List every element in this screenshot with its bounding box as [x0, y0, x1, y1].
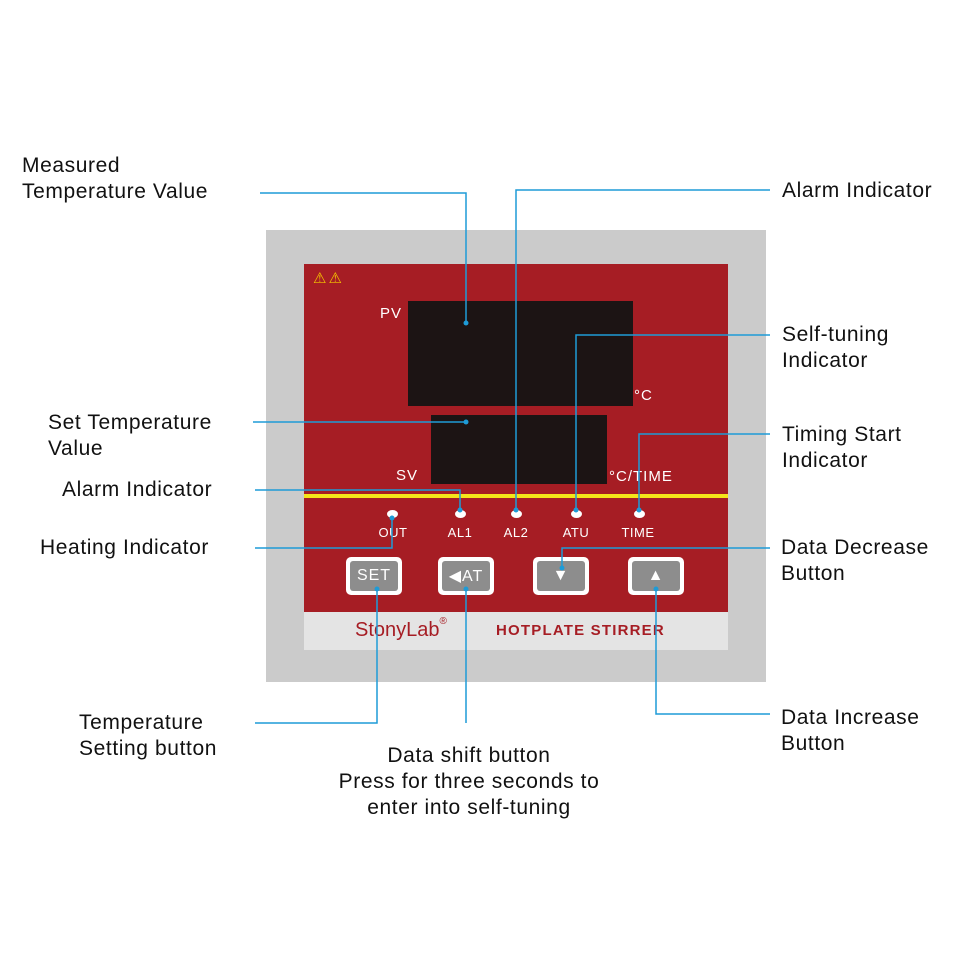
- leader-dot-self-tuning: [573, 507, 579, 513]
- leader-dot-shift: [463, 586, 469, 592]
- callout-temp-setting: Temperature Setting button: [79, 711, 217, 760]
- leader-self-tuning: [575, 334, 770, 510]
- indicator-label-al1: AL1: [447, 525, 473, 540]
- sv-label: SV: [396, 467, 419, 484]
- pv-display: [408, 301, 633, 406]
- sv-unit-label: °C/TIME: [609, 468, 673, 485]
- leader-timing-start: [638, 433, 770, 510]
- callout-set-temp: Set Temperature Value: [48, 411, 212, 460]
- callout-data-increase: Data Increase Button: [781, 706, 920, 755]
- leader-dot-alarm-left: [457, 507, 463, 513]
- led-atu: [571, 510, 582, 518]
- leader-dot-alarm-top: [513, 507, 519, 513]
- indicator-label-atu: ATU: [562, 525, 590, 540]
- leader-temp-setting: [255, 589, 378, 724]
- callout-alarm-top: Alarm Indicator: [782, 179, 933, 202]
- led-al1: [455, 510, 466, 518]
- sv-display: [431, 415, 607, 484]
- leader-dot-heating: [389, 515, 395, 521]
- shift-at-button-label: ◀AT: [442, 561, 490, 591]
- brand-name: StonyLab: [355, 619, 440, 641]
- leader-dot-measured: [463, 320, 469, 326]
- set-button[interactable]: SET: [346, 557, 402, 595]
- down-button[interactable]: ▼: [533, 557, 589, 595]
- warning-icons: ⚠⚠: [313, 270, 344, 287]
- leader-dot-increase: [653, 586, 659, 592]
- model-label: HOTPLATE STIRRER: [496, 622, 665, 639]
- up-arrow-icon: ▲: [632, 561, 680, 591]
- pv-label: PV: [380, 305, 403, 322]
- leader-data-increase: [655, 589, 770, 715]
- callout-heating: Heating Indicator: [40, 536, 209, 559]
- callout-alarm-left: Alarm Indicator: [62, 478, 213, 501]
- leader-dot-timing: [636, 507, 642, 513]
- callout-data-shift: Data shift button Press for three second…: [338, 744, 600, 819]
- leader-dot-decrease: [559, 565, 565, 571]
- led-al2: [511, 510, 522, 518]
- led-out: [387, 510, 398, 518]
- callout-data-decrease: Data Decrease Button: [781, 536, 929, 585]
- callout-measured-temp: Measured Temperature Value: [22, 154, 209, 203]
- leader-alarm-top: [515, 189, 770, 510]
- down-arrow-icon: ▼: [537, 561, 585, 591]
- leader-dot-set-button: [374, 586, 380, 592]
- pv-unit-label: °C: [634, 387, 653, 404]
- callout-timing-start: Timing Start Indicator: [782, 423, 902, 472]
- leader-alarm-left: [255, 489, 461, 510]
- callout-self-tuning: Self-tuning Indicator: [782, 323, 889, 372]
- indicator-label-al2: AL2: [503, 525, 529, 540]
- led-time: [634, 510, 645, 518]
- set-button-label: SET: [350, 561, 398, 591]
- registered-mark: ®: [439, 616, 447, 627]
- leader-measured-temp: [260, 192, 467, 323]
- indicator-label-time: TIME: [621, 525, 655, 540]
- leader-data-decrease: [561, 547, 770, 568]
- leader-heating: [255, 518, 393, 549]
- brand-logo: StonyLab®: [355, 616, 447, 642]
- brand-strip: [304, 612, 728, 650]
- leader-dot-set-temp: [463, 419, 469, 425]
